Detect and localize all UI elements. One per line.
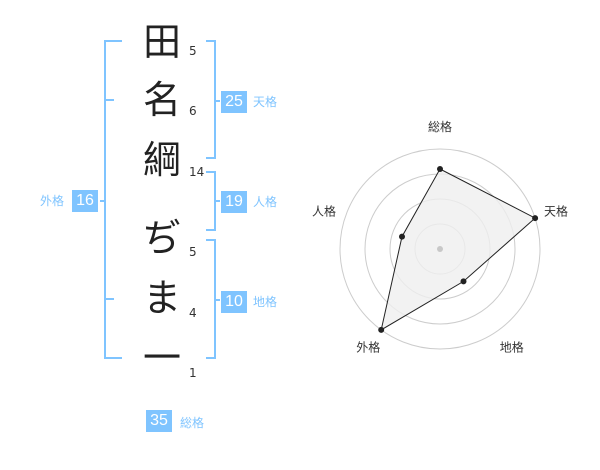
- name-char-2: 名: [142, 78, 181, 122]
- radar-point-5: [399, 233, 405, 240]
- name-char-3: 綱: [142, 138, 181, 182]
- chikaku-badge: 10: [221, 291, 247, 313]
- radar-label-5: 人格: [312, 203, 336, 218]
- radar-center-dot: [437, 246, 443, 252]
- radar-label-2: 天格: [544, 203, 568, 218]
- tenkaku-badge: 25: [221, 91, 247, 113]
- radar-point-4: [378, 326, 385, 333]
- stroke-count-3: 14: [189, 165, 205, 179]
- radar-ring-4: [339, 148, 541, 350]
- stroke-count-4: 5: [189, 245, 197, 259]
- radar-label-3: 地格: [500, 340, 524, 355]
- stroke-count-5: 4: [189, 306, 197, 320]
- jinkaku-badge: 19: [221, 191, 247, 213]
- radar-point-1: [437, 166, 443, 172]
- jinkaku-label: 人格: [253, 195, 278, 209]
- gaikaku-badge: 16: [72, 190, 98, 212]
- radar-points: [378, 166, 539, 333]
- radar-label-1: 総格: [428, 119, 452, 134]
- name-char-4: ぢ: [142, 216, 181, 260]
- name-char-6: 一: [142, 336, 181, 380]
- radar-point-2: [532, 215, 539, 222]
- tenkaku-label: 天格: [253, 95, 278, 109]
- gaikaku-label: 外格: [40, 194, 65, 208]
- chikaku-label: 地格: [253, 295, 278, 309]
- soukaku-badge: 35: [146, 410, 172, 432]
- name-char-5: ま: [142, 276, 181, 320]
- stroke-count-6: 1: [189, 366, 197, 380]
- radar-data-polygon: [380, 168, 536, 331]
- radar-label-4: 外格: [356, 340, 380, 355]
- radar-point-3: [460, 278, 467, 285]
- name-char-1: 田: [142, 20, 181, 64]
- stroke-count-1: 5: [189, 44, 197, 58]
- soukaku-label: 総格: [180, 416, 205, 430]
- stroke-count-2: 6: [189, 104, 197, 118]
